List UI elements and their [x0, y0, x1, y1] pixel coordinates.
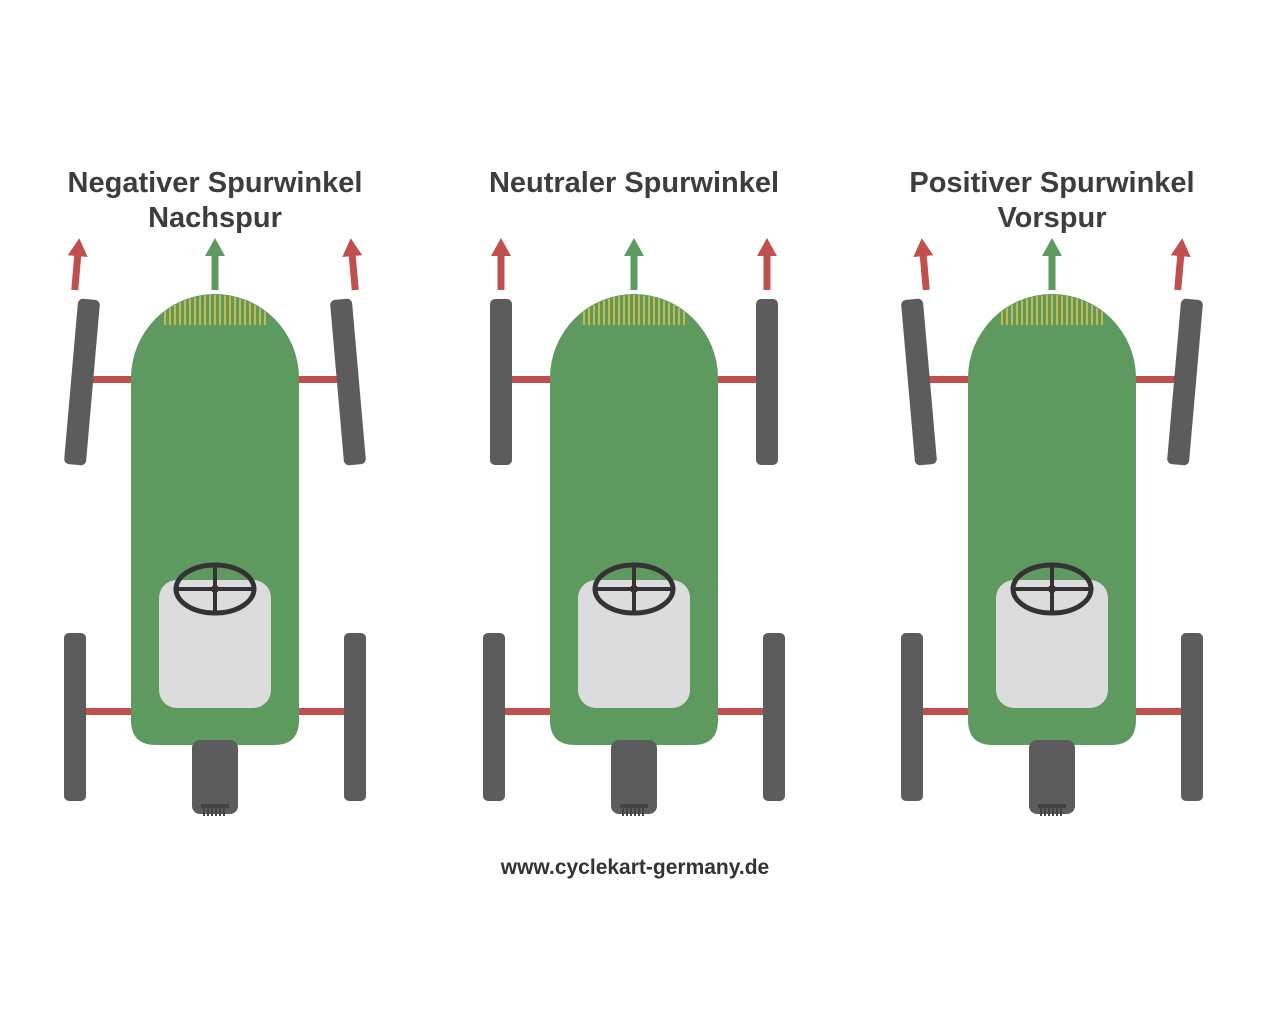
kart-diagram-neutral [483, 238, 785, 816]
title-line: Positiver Spurwinkel [909, 167, 1195, 199]
front-left-wheel [64, 298, 100, 466]
front-right-wheel [1167, 298, 1203, 466]
grille [583, 295, 685, 325]
seat [578, 580, 690, 708]
title-line: Negativer Spurwinkel [67, 167, 363, 199]
rear-right-wheel [763, 633, 785, 801]
engine [192, 740, 238, 814]
arrow-up-icon [205, 238, 225, 290]
arrow-up-icon [342, 238, 363, 291]
steering-wheel-icon [173, 562, 257, 616]
rear-left-wheel [901, 633, 923, 801]
panel-title-positive: Positiver Spurwinkel Vorspur [852, 166, 1252, 236]
arrow-up-icon [757, 238, 777, 290]
title-line: Nachspur [148, 202, 282, 234]
engine [1029, 740, 1075, 814]
arrow-up-icon [1170, 238, 1191, 291]
rear-right-wheel [344, 633, 366, 801]
arrow-up-icon [491, 238, 511, 290]
front-right-wheel [756, 299, 778, 465]
arrow-up-icon [624, 238, 644, 290]
rear-left-wheel [483, 633, 505, 801]
title-line: Vorspur [997, 202, 1107, 234]
engine-exhaust [1038, 804, 1066, 816]
kart-diagram-positive [901, 238, 1203, 816]
front-left-wheel [490, 299, 512, 465]
rear-left-wheel [64, 633, 86, 801]
grille [164, 295, 266, 325]
arrow-up-icon [913, 238, 934, 291]
arrow-up-icon [67, 238, 88, 291]
seat [159, 580, 271, 708]
steering-wheel-icon [1010, 562, 1094, 616]
engine-exhaust [620, 804, 648, 816]
panel-title-neutral: Neutraler Spurwinkel [434, 166, 834, 201]
front-left-wheel [901, 298, 937, 466]
rear-right-wheel [1181, 633, 1203, 801]
engine [611, 740, 657, 814]
arrow-up-icon [1042, 238, 1062, 290]
kart-diagram-negative [64, 238, 366, 816]
panel-title-negative: Negativer Spurwinkel Nachspur [15, 166, 415, 236]
title-line: Neutraler Spurwinkel [488, 167, 780, 199]
steering-wheel-icon [592, 562, 676, 616]
engine-exhaust [201, 804, 229, 816]
front-right-wheel [330, 298, 366, 466]
grille [1001, 295, 1103, 325]
website-url: www.cyclekart-germany.de [500, 856, 770, 879]
seat [996, 580, 1108, 708]
